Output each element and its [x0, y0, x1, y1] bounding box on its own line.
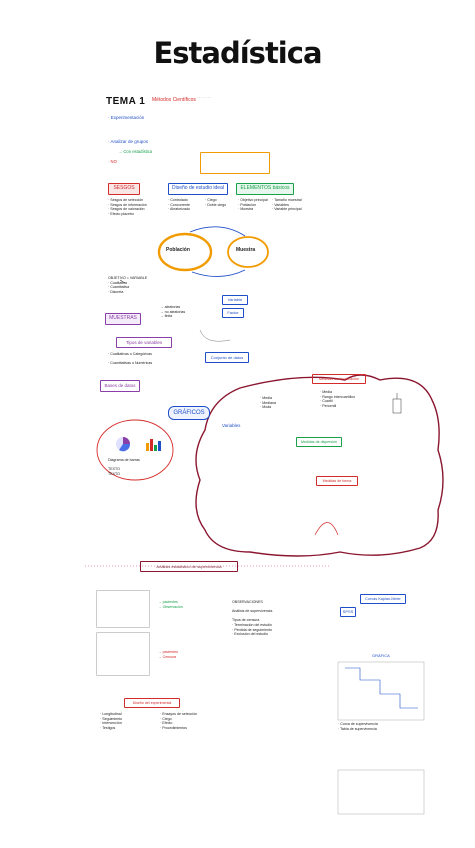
- poblacion-label: Población: [166, 247, 190, 253]
- bullet-2: · Analizar de grupos: [108, 139, 149, 144]
- surv-notes-2: → pacientes→ Censura: [158, 650, 178, 659]
- bases-datos-box: Bases de datos: [100, 380, 140, 392]
- metodos-label: Métodos Científicos: [152, 97, 196, 103]
- bullet-3: → Con estadística: [118, 149, 153, 154]
- grafica-label: GRÁFICA: [372, 653, 390, 658]
- conjunto-datos-box: Conjunto de datos: [205, 352, 249, 363]
- muestras-box: MUESTRAS: [105, 313, 141, 325]
- medidas-forma-box: Medidas de forma: [316, 476, 358, 486]
- screenshot-thumb-2: [96, 632, 150, 676]
- curvas-box: Curvas Kaplan-Meier: [360, 594, 406, 604]
- metodos-note: · · · · · · ·: [197, 96, 212, 100]
- bullet-4: · NO: [108, 159, 117, 164]
- localizacion-notes: · Media· Rango intercuartílico· Cuartil·…: [320, 390, 356, 408]
- tipos-variables-box: Tipos de variables: [116, 337, 172, 348]
- elementos-box: ELEMENTOS básicos: [236, 183, 294, 195]
- analisis-box: Análisis estadístico de supervivencia: [140, 561, 238, 572]
- page-title: Estadística: [153, 36, 322, 70]
- spss-box: SPSS: [340, 607, 356, 617]
- tema-heading: TEMA 1: [106, 96, 146, 107]
- sesgos-list: · Sesgos de selección· Sesgos de informa…: [108, 198, 147, 216]
- elementos-list: · Objetivo principal· Población· Muestra: [238, 198, 268, 212]
- elementos-list-2: · Tamaño muestral· Variables· Variable p…: [272, 198, 302, 212]
- surv-notes-1: → pacientes→ Observación: [158, 600, 183, 609]
- km-notes: · Curva de supervivencia· Tabla de super…: [338, 722, 378, 731]
- diseno-list: · Controlado· Concurrente· Aleatorizado: [168, 198, 190, 212]
- bullet-1: · Experimentación: [108, 115, 145, 120]
- tipos-list: · Cualitativas o Categóricas· Cuantitati…: [108, 352, 153, 366]
- objetivo-list: OBJETIVO = VARIABLE· Cualitativa· Cuanti…: [108, 276, 148, 294]
- medidas-localizacion-box: Medidas de localización: [312, 374, 366, 384]
- graficos-mid-notes: · Media· Mediana· Moda: [260, 396, 276, 410]
- muestra-label: Muestra: [236, 247, 256, 253]
- variables-label: Variables: [222, 423, 241, 428]
- variable-box: Variable: [222, 295, 248, 305]
- diseno-box: Diseño de estudio ideal: [168, 183, 228, 195]
- experimental-list-1: · Longitudinal· Seguimiento· Intervenció…: [100, 712, 123, 730]
- sesgos-box: SESGOS: [108, 183, 140, 195]
- muestras-notes: → aleatorias→ no aleatorias→ finita: [160, 305, 186, 319]
- screenshot-thumb-1: [96, 590, 150, 628]
- diseno-list-2: · Ciego· Doble ciego: [205, 198, 227, 207]
- factor-box: Factor: [222, 308, 244, 318]
- experimental-list-2: · Ensayos de selección· Ciego· Efecto· P…: [160, 712, 197, 730]
- diseno-experimental-box: Diseño del experimental: [124, 698, 180, 708]
- medidas-dispersion-box: Medidas de dispersión: [296, 437, 342, 447]
- graficos-box: GRÁFICOS: [168, 406, 210, 420]
- note-box: [200, 152, 270, 174]
